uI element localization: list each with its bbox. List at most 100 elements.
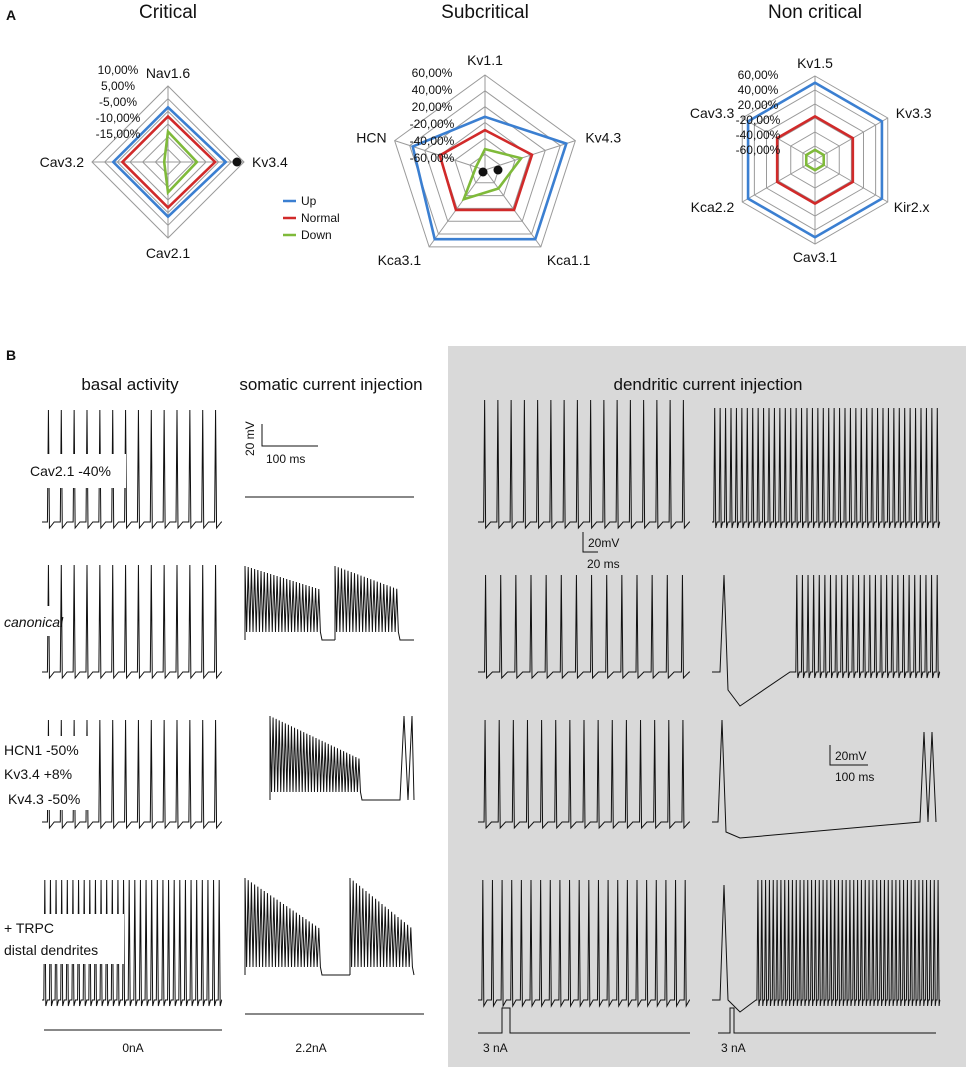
radar-axis-label: Kv4.3 xyxy=(585,130,621,146)
row-label-line: canonical xyxy=(4,614,64,630)
trace-dendritic-right-row1 xyxy=(712,407,941,529)
radar-axis-label: Kca3.1 xyxy=(378,252,422,268)
radar-grid-ring xyxy=(469,153,501,184)
radar-axis-label: Kir2.x xyxy=(894,199,930,215)
radar-tick-label: 40,00% xyxy=(412,83,453,97)
radar-tick-label: 60,00% xyxy=(738,68,779,82)
radar-spoke xyxy=(428,169,486,248)
radar-spoke xyxy=(742,117,816,161)
radar-marker xyxy=(478,167,488,177)
column-basal-activity: basal activity xyxy=(81,375,179,394)
radar-grid-ring xyxy=(394,74,576,248)
stimulus-label: 3 nA xyxy=(721,1041,746,1055)
trace-dendritic-left-row4 xyxy=(478,879,690,1008)
radar-tick-label: -15,00% xyxy=(96,127,141,141)
radar-axis-label: Kv3.4 xyxy=(252,154,288,170)
radar-axis-label: Kca1.1 xyxy=(547,252,591,268)
radar-tick-label: -60,00% xyxy=(736,143,781,157)
trace-dendritic-left-row3 xyxy=(478,719,690,830)
radar-series-down xyxy=(804,148,826,172)
scalebar-dendritic-left: 20mV 20 ms xyxy=(582,532,620,571)
radar-series-up xyxy=(411,115,568,241)
trace-dendritic-left-row1 xyxy=(478,399,690,530)
trace-somatic-row2 xyxy=(244,565,414,641)
column-dendritic-injection: dendritic current injection xyxy=(614,375,803,394)
radar-tick-label: -10,00% xyxy=(96,111,141,125)
radar-axis-label: Kca2.2 xyxy=(691,199,735,215)
radar-tick-label: -40,00% xyxy=(410,134,455,148)
panel-b-letter: B xyxy=(6,347,16,363)
radar-tick-label: -5,00% xyxy=(99,95,137,109)
row-label-line: Kv3.4 +8% xyxy=(4,766,72,782)
radar-axis-label: Cav3.1 xyxy=(793,249,838,265)
stimulus-basal: 0nA xyxy=(44,1029,222,1055)
radar-title: Non critical xyxy=(768,2,862,23)
radar-title: Subcritical xyxy=(441,2,529,23)
radar-series-normal xyxy=(120,114,217,210)
legend-entry: Down xyxy=(301,228,332,242)
scalebar-voltage: 20mV xyxy=(835,749,866,763)
row-label-trpc: + TRPC distal dendrites xyxy=(0,914,124,964)
radar-tick-label: -40,00% xyxy=(736,128,781,142)
radar-spoke xyxy=(484,140,576,171)
radar-spoke xyxy=(814,117,888,161)
radar-tick-label: -20,00% xyxy=(736,113,781,127)
radar-axis-label: Cav2.1 xyxy=(146,245,191,261)
stimulus-dendritic-left: 3 nA xyxy=(478,1007,690,1055)
radar-series-up xyxy=(111,105,228,219)
radar-series-normal xyxy=(775,114,855,206)
scalebar-somatic: 20 mV 100 ms xyxy=(243,421,318,466)
radar-axis-label: Nav1.6 xyxy=(146,65,191,81)
legend-entry: Normal xyxy=(301,211,340,225)
radar-spoke xyxy=(742,159,816,203)
radar-tick-label: 10,00% xyxy=(98,63,139,77)
trace-dendritic-right-row4 xyxy=(712,879,941,1013)
row-label-line: HCN1 -50% xyxy=(4,742,79,758)
radar-grid-ring xyxy=(424,106,546,222)
radar-series-up xyxy=(746,81,884,239)
radar-tick-label: 5,00% xyxy=(101,79,135,93)
radar-axis-label: Kv1.1 xyxy=(467,52,503,68)
stimulus-somatic: 2.2nA xyxy=(245,1013,424,1055)
radar-axis-label: HCN xyxy=(356,130,386,146)
scalebar-dendritic-right: 20mV 100 ms xyxy=(829,745,874,784)
trace-dendritic-right-row3 xyxy=(712,719,937,839)
trace-basal-row2 xyxy=(42,564,222,680)
radar-series-normal xyxy=(438,128,534,212)
stimulus-label: 3 nA xyxy=(483,1041,508,1055)
radar-marker xyxy=(232,157,242,167)
scalebar-time: 100 ms xyxy=(266,452,305,466)
radar-axis-label: Cav3.2 xyxy=(40,154,85,170)
radar-axis-label: Cav3.3 xyxy=(690,105,735,121)
panel-a-letter: A xyxy=(6,7,16,23)
radar-tick-label: -20,00% xyxy=(410,117,455,131)
radar-series-down xyxy=(461,147,524,202)
radar-spoke xyxy=(814,159,888,203)
radar-marker xyxy=(493,165,503,175)
row-label-hcn1: HCN1 -50% Kv3.4 +8% Kv4.3 -50% xyxy=(0,736,96,810)
stimulus-label: 2.2nA xyxy=(295,1041,326,1055)
radar-tick-label: 40,00% xyxy=(738,83,779,97)
radar-axis-label: Kv1.5 xyxy=(797,55,833,71)
radar-series-down xyxy=(162,128,199,196)
radar-axis-label: Kv3.3 xyxy=(896,105,932,121)
radar-title: Critical xyxy=(139,2,197,23)
scalebar-time: 100 ms xyxy=(835,770,874,784)
trace-dendritic-right-row2 xyxy=(712,574,941,707)
stimulus-label: 0nA xyxy=(122,1041,143,1055)
radar-tick-label: 20,00% xyxy=(412,100,453,114)
trace-somatic-row3 xyxy=(269,715,415,801)
legend-entry: Up xyxy=(301,194,317,208)
radar-tick-label: 20,00% xyxy=(738,98,779,112)
trace-dendritic-left-row2 xyxy=(478,574,690,680)
row-label-line: Cav2.1 -40% xyxy=(30,463,111,479)
row-label-canonical: canonical xyxy=(0,606,64,636)
scalebar-voltage: 20 mV xyxy=(243,421,257,456)
row-label-line: + TRPC xyxy=(4,920,54,936)
column-somatic-injection: somatic current injection xyxy=(239,375,422,394)
row-label-line: Kv4.3 -50% xyxy=(8,791,80,807)
radar-tick-label: 60,00% xyxy=(412,66,453,80)
scalebar-time: 20 ms xyxy=(587,557,620,571)
